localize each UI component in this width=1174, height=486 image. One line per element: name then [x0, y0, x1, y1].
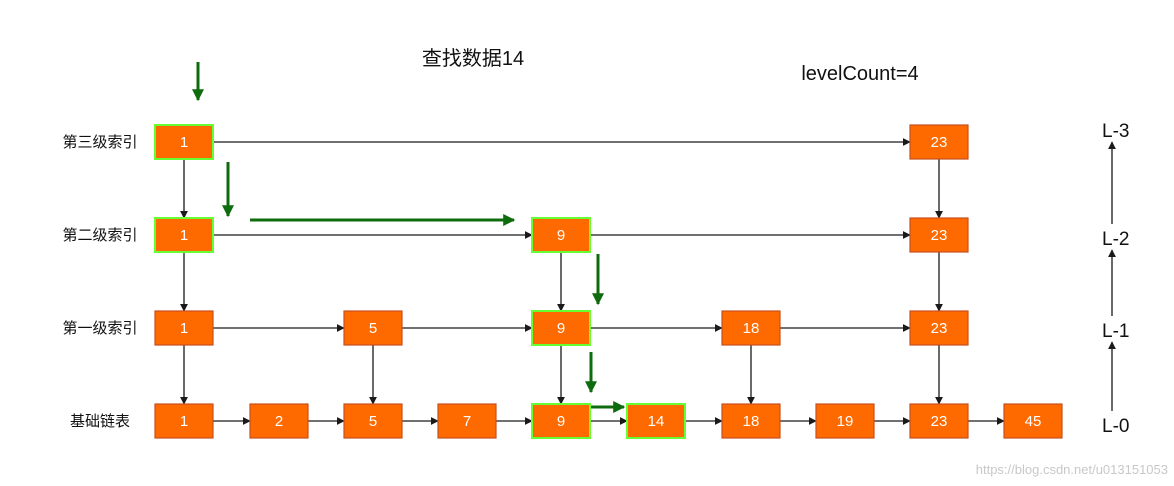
skiplist-node: 1	[154, 403, 214, 439]
search-path-arrows	[192, 62, 626, 413]
skiplist-node: 9	[531, 310, 591, 346]
skiplist-node: 23	[909, 124, 969, 160]
level-label: 第二级索引	[62, 226, 137, 244]
node-box	[343, 310, 403, 346]
skiplist-node: 1	[154, 124, 214, 160]
skiplist-node: 9	[531, 403, 591, 439]
node-value: 14	[648, 413, 665, 430]
node-value: 2	[275, 413, 283, 430]
level-axis-label: L-2	[1102, 229, 1129, 250]
level-axis-label: L-0	[1102, 416, 1129, 437]
node-box	[154, 124, 214, 160]
node-box	[909, 217, 969, 253]
node-value: 1	[180, 320, 188, 337]
node-box	[909, 403, 969, 439]
node-value: 9	[557, 413, 565, 430]
level-axis: L-3L-2L-1L-0	[1102, 121, 1129, 437]
skiplist-node: 5	[343, 310, 403, 346]
skiplist-node: 23	[909, 217, 969, 253]
node-value: 23	[931, 413, 948, 430]
node-box	[154, 217, 214, 253]
node-value: 5	[369, 413, 377, 430]
node-value: 9	[557, 320, 565, 337]
watermark: https://blog.csdn.net/u013151053	[976, 462, 1168, 477]
skiplist-node: 19	[815, 403, 875, 439]
node-box	[154, 403, 214, 439]
node-value: 1	[180, 134, 188, 151]
skiplist-node: 1	[154, 310, 214, 346]
node-value: 7	[463, 413, 471, 430]
node-box	[721, 310, 781, 346]
node-value: 5	[369, 320, 377, 337]
node-value: 18	[743, 413, 760, 430]
node-box	[531, 217, 591, 253]
diagram-title: 查找数据14	[422, 47, 524, 70]
node-box	[437, 403, 497, 439]
skiplist-node: 1	[154, 217, 214, 253]
skiplist-node: 14	[626, 403, 686, 439]
level-label: 第一级索引	[62, 319, 137, 337]
skiplist-node: 7	[437, 403, 497, 439]
node-value: 23	[931, 227, 948, 244]
node-box	[249, 403, 309, 439]
skiplist-node: 2	[249, 403, 309, 439]
level-axis-label: L-3	[1102, 121, 1129, 142]
node-value: 23	[931, 134, 948, 151]
node-value: 1	[180, 413, 188, 430]
node-box	[531, 310, 591, 346]
node-box	[531, 403, 591, 439]
node-box	[815, 403, 875, 439]
node-value: 23	[931, 320, 948, 337]
node-box	[909, 124, 969, 160]
node-value: 18	[743, 320, 760, 337]
skiplist-node: 23	[909, 403, 969, 439]
level-label: 第三级索引	[62, 133, 137, 151]
skiplist-node: 9	[531, 217, 591, 253]
node-value: 1	[180, 227, 188, 244]
node-box	[1003, 403, 1063, 439]
node-value: 45	[1025, 413, 1042, 430]
skiplist-node: 23	[909, 310, 969, 346]
node-value: 19	[837, 413, 854, 430]
node-box	[154, 310, 214, 346]
level-label: 基础链表	[70, 413, 130, 430]
skiplist-node: 5	[343, 403, 403, 439]
skiplist-node: 18	[721, 403, 781, 439]
skiplist-node: 18	[721, 310, 781, 346]
pointer-arrows	[180, 138, 1005, 425]
skiplist-node: 45	[1003, 403, 1063, 439]
level-axis-label: L-1	[1102, 321, 1129, 342]
node-value: 9	[557, 227, 565, 244]
node-box	[343, 403, 403, 439]
node-box	[626, 403, 686, 439]
node-box	[721, 403, 781, 439]
level-count-label: levelCount=4	[801, 63, 918, 85]
node-box	[909, 310, 969, 346]
